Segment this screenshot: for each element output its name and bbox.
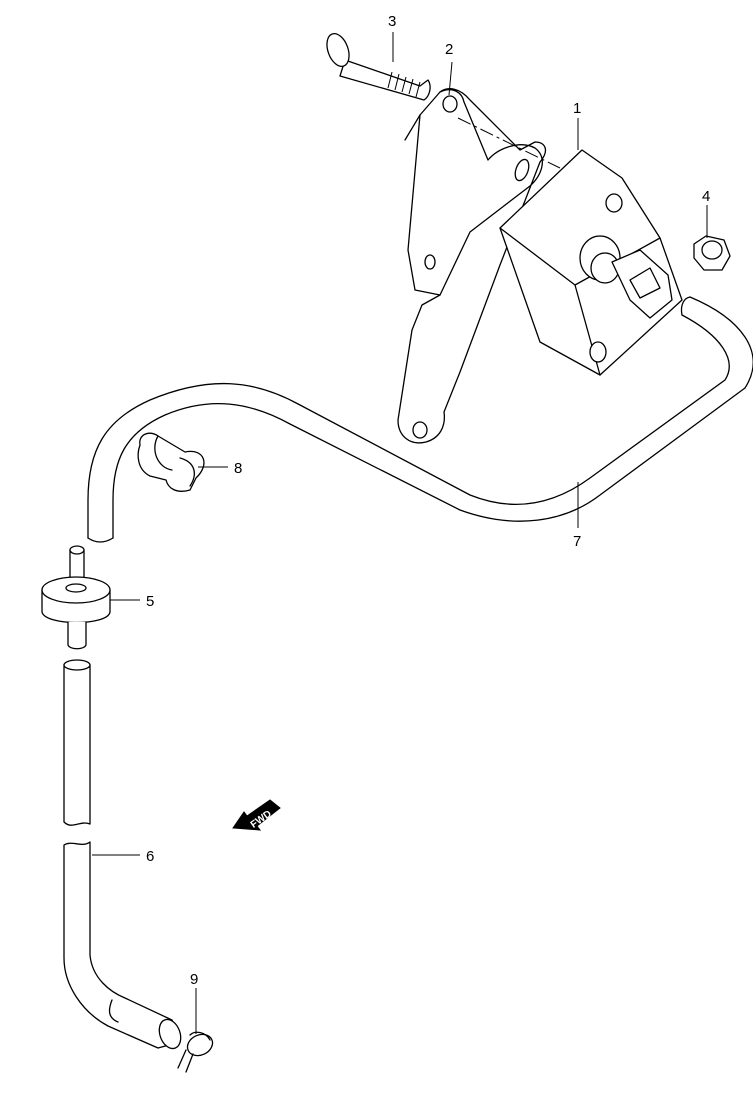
leader-lines bbox=[92, 32, 708, 1034]
part-8-clip[interactable] bbox=[137, 432, 205, 492]
part-1-sensor[interactable] bbox=[499, 149, 683, 376]
part-2-bracket[interactable] bbox=[397, 88, 547, 444]
part-4-nut[interactable] bbox=[693, 235, 731, 271]
callout-9: 9 bbox=[190, 971, 198, 988]
part-6-hose-upper[interactable] bbox=[63, 659, 91, 826]
callout-2: 2 bbox=[445, 41, 453, 58]
part-9-clamp[interactable] bbox=[177, 1030, 216, 1073]
callout-5: 5 bbox=[146, 593, 154, 610]
callout-7: 7 bbox=[573, 533, 581, 550]
callout-8: 8 bbox=[234, 460, 242, 477]
callout-6: 6 bbox=[146, 848, 154, 865]
part-3-bolt[interactable] bbox=[323, 31, 431, 101]
fwd-arrow-icon: FWD bbox=[232, 799, 281, 831]
part-6-hose-lower[interactable] bbox=[63, 841, 185, 1052]
part-5-grommet[interactable] bbox=[41, 545, 111, 650]
alignment-line bbox=[457, 117, 561, 169]
callout-4: 4 bbox=[702, 188, 710, 205]
callout-3: 3 bbox=[388, 13, 396, 30]
callout-1: 1 bbox=[573, 100, 581, 117]
